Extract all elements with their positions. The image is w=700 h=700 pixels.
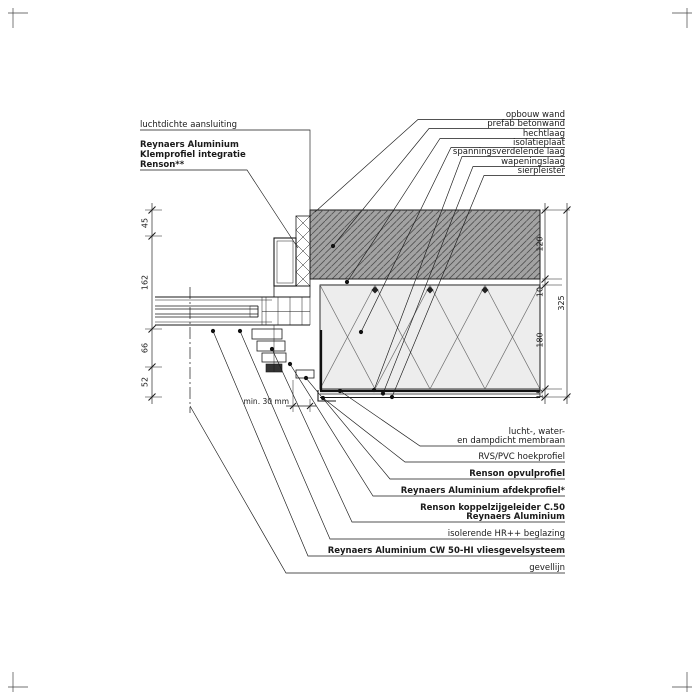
corner-profile-label: RVS/PVC hoekprofiel <box>478 452 565 462</box>
insulation-layer <box>319 284 541 390</box>
leader-spanning <box>373 156 565 391</box>
side-guide-leader <box>271 348 565 523</box>
infill-label: Renson opvulprofiel <box>469 469 565 479</box>
clamp-label-1: Reynaers Aluminium <box>140 140 239 150</box>
min-gap-dimension: min. 30 mm <box>244 380 316 412</box>
dim-right-total-325: 325 <box>557 295 566 310</box>
mullion-webs <box>261 297 311 325</box>
infill-leader <box>305 377 565 480</box>
dim-right-180: 180 <box>536 332 545 347</box>
min-gap-ticks <box>289 402 314 410</box>
side-guide-label-1: Renson koppelzijgeleider C.50 <box>420 503 565 513</box>
membrane-label-1: lucht-, water- <box>509 427 565 437</box>
leader-opbouw <box>314 119 565 213</box>
dim-left-45: 45 <box>141 218 150 228</box>
layer-label-wapening: wapeningslaag <box>501 157 565 167</box>
insulation-anchors <box>371 286 489 294</box>
insulation-hatch <box>319 284 541 390</box>
side-guide-label-2: Reynaers Aluminium <box>466 512 565 522</box>
right-dim-stubs <box>542 209 570 398</box>
layer-label-opbouw: opbouw wand <box>506 110 565 120</box>
layer-label-hechtlaag: hechtlaag <box>523 129 565 139</box>
leader-beton <box>332 128 565 247</box>
right-dimension-chain: 120 10 180 15 325 <box>536 203 571 404</box>
wall-section <box>309 209 541 402</box>
glazing-leader <box>239 330 565 540</box>
facade-line-label: gevellijn <box>529 563 565 573</box>
glazing-label: isolerende HR++ beglazing <box>448 529 565 539</box>
concrete-hatch <box>310 210 540 279</box>
left-dimension-chain: 45 162 66 52 <box>141 203 162 404</box>
frame-transition <box>273 285 311 298</box>
clamp-leader <box>140 169 299 249</box>
curtain-wall-leader <box>212 330 565 557</box>
leader-wapening <box>382 166 565 394</box>
layer-label-sierpleister: sierpleister <box>518 166 566 176</box>
layer-label-beton: prefab betonwand <box>487 119 565 129</box>
curtain-wall-label: Reynaers Aluminium CW 50-HI vliesgevelsy… <box>328 546 565 556</box>
min-gap-label: min. 30 mm <box>244 397 289 406</box>
leader-sierpleister <box>391 175 565 398</box>
airtight-leader <box>140 129 311 216</box>
leader-isolatie <box>360 147 565 333</box>
clamp-label-3: Renson** <box>140 160 185 170</box>
frame-assembly <box>155 215 315 413</box>
layer-label-spanning: spanningsverdelende laag <box>453 147 565 157</box>
dim-left-52: 52 <box>141 377 150 387</box>
clamp-strip-hatch <box>295 215 311 287</box>
left-dim-ticks <box>148 206 156 401</box>
crop-marks <box>8 8 692 692</box>
dim-left-162: 162 <box>141 275 150 290</box>
right-dim-ticks-inner <box>541 206 549 401</box>
layer-label-isolatie: isolatieplaat <box>513 138 566 148</box>
clamp-label-2: Klemprofiel integratie <box>140 150 246 160</box>
component-callouts: lucht-, water- en dampdicht membraan RVS… <box>189 328 566 574</box>
facade-line-leader <box>189 405 565 574</box>
membrane-leader <box>339 390 565 447</box>
membrane-label-2: en dampdicht membraan <box>457 436 565 446</box>
cover-leader <box>289 363 565 497</box>
guide-profile-1 <box>251 328 283 340</box>
dim-right-10: 10 <box>536 287 545 297</box>
min-gap-extensions <box>292 380 311 412</box>
component-leader-dots <box>210 328 343 401</box>
corner-profile-shape <box>317 390 336 402</box>
left-dim-stubs <box>145 209 162 398</box>
layer-leader-dots <box>330 243 395 400</box>
glazing-spacer <box>249 305 259 318</box>
guide-profile-2 <box>256 340 286 352</box>
dim-left-66: 66 <box>141 343 150 353</box>
dim-right-15: 15 <box>536 389 545 399</box>
leader-hechtlaag <box>346 138 565 283</box>
clamp-profile <box>273 237 297 287</box>
wall-layer-callouts: opbouw wand prefab betonwand hechtlaag i… <box>314 110 566 400</box>
top-left-callouts: luchtdichte aansluiting Reynaers Alumini… <box>140 120 311 249</box>
cover-label: Reynaers Aluminium afdekprofiel* <box>401 486 566 496</box>
clamp-profile-inner <box>276 240 294 284</box>
airtight-label: luchtdichte aansluiting <box>140 120 237 130</box>
dim-right-120: 120 <box>536 236 545 251</box>
right-dim-ticks-outer <box>563 206 571 401</box>
corner-profile-leader <box>322 397 565 463</box>
